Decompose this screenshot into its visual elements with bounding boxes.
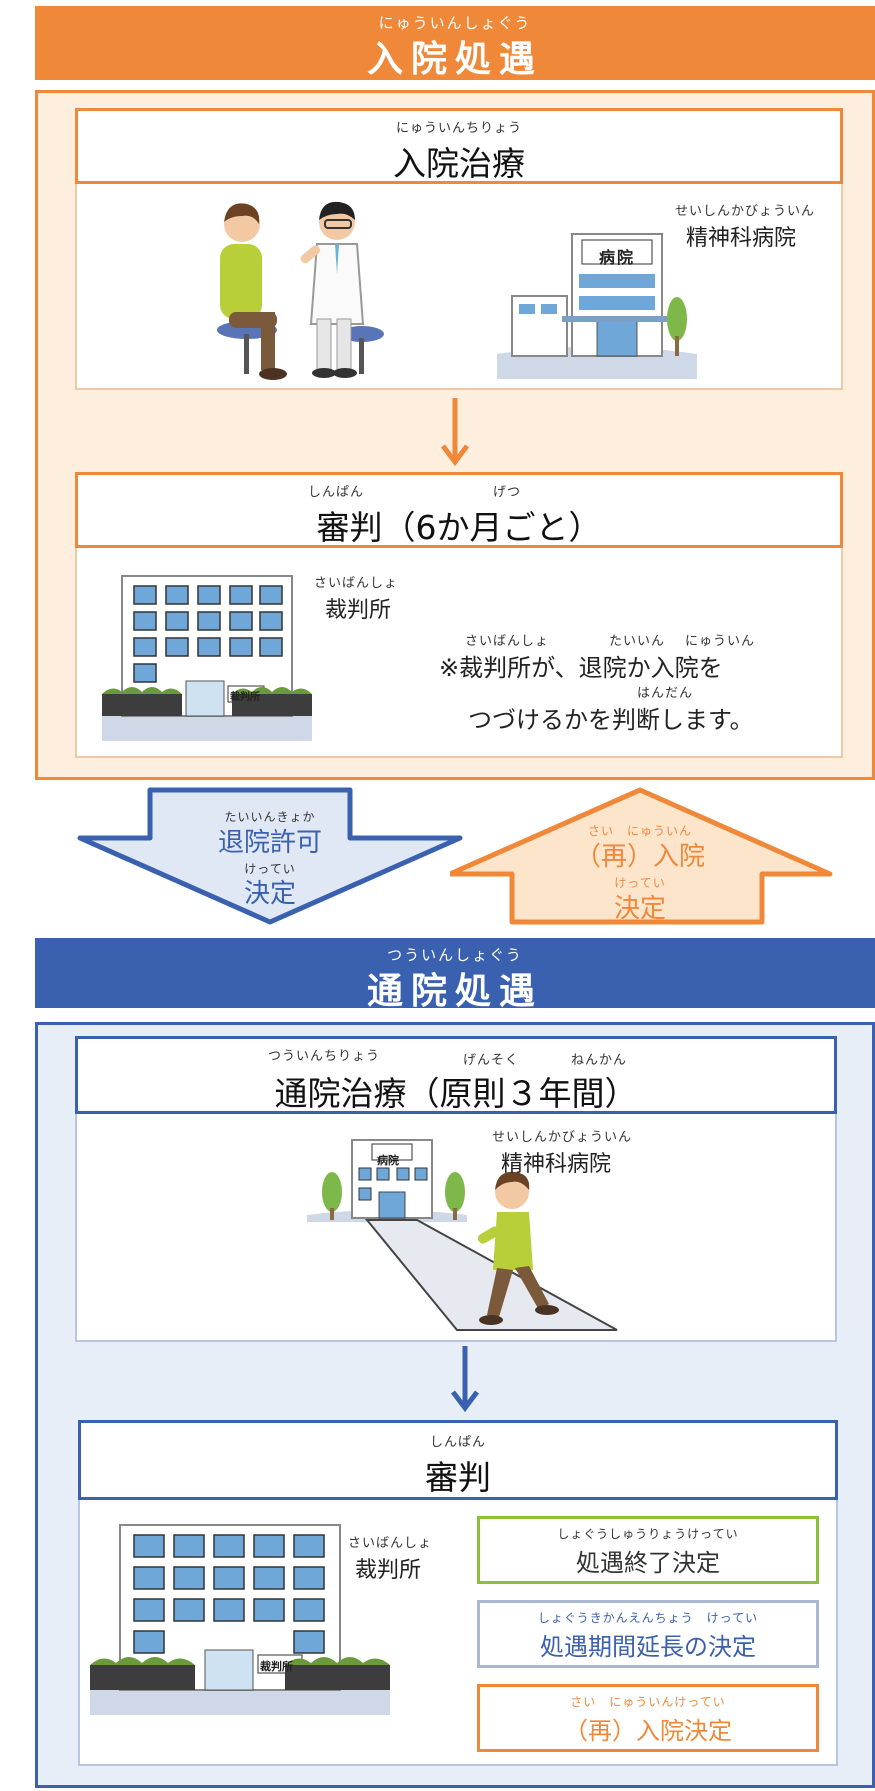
inpatient-court-ruby: さいばんしょ bbox=[314, 576, 399, 591]
inpatient-trial-body: 裁判所 さいばんしょ 裁判所 さいばんしょ たいいん にゅういん ※裁判所が、退… bbox=[75, 548, 843, 758]
result-extend-label: 処遇期間延長の決定 bbox=[540, 1633, 756, 1661]
court-illustration bbox=[102, 575, 312, 741]
outpatient-treatment-title: 通院治療（原則３年間） bbox=[274, 1074, 638, 1113]
outpatient-trial-ruby: しんぱん bbox=[429, 1435, 486, 1450]
outpatient-trial-title: 審判 bbox=[425, 1458, 491, 1497]
note-ruby-2: たいいん bbox=[609, 634, 666, 649]
readmit-arrow-icon bbox=[450, 787, 833, 925]
outpatient-hospital-ruby: せいしんかびょういん bbox=[492, 1130, 633, 1145]
note-ruby-1: さいばんしょ bbox=[465, 634, 550, 649]
result-extend-ruby: しょぐうきかんえんちょう けってい bbox=[537, 1611, 759, 1625]
outpatient-header-title: 通院処遇 bbox=[366, 971, 543, 1012]
inpatient-trial-ruby-1: しんぱん bbox=[308, 485, 365, 500]
arrow-down-icon bbox=[451, 1346, 479, 1413]
outpatient-trial-title-box: しんぱん 審判 bbox=[78, 1420, 838, 1500]
result-readmit-box: さい にゅういんけってい （再）入院決定 bbox=[477, 1684, 819, 1752]
hospital-illustration bbox=[497, 233, 697, 379]
readmit-ruby-2: けってい bbox=[614, 876, 666, 890]
outpatient-header: つういんしょぐう 通院処遇 bbox=[35, 938, 875, 1012]
outpatient-court-ruby: さいばんしょ bbox=[348, 1536, 433, 1551]
outpatient-court-sign: 裁判所 bbox=[260, 1660, 293, 1673]
outpatient-treatment-body: 病院 せいしんかびょういん 精神科病院 bbox=[75, 1114, 837, 1342]
result-end-box: しょぐうしゅうりょうけってい 処遇終了決定 bbox=[477, 1516, 819, 1584]
outpatient-court-illustration bbox=[90, 1524, 390, 1715]
outpatient-treatment-ruby-3: ねんかん bbox=[571, 1053, 628, 1068]
note-ruby-3: にゅういん bbox=[685, 634, 756, 649]
doctor-patient-illustration bbox=[217, 201, 384, 380]
discharge-ruby: たいいんきょか bbox=[224, 810, 316, 824]
inpatient-treatment-body: 病院 せいしんかびょういん 精神科病院 bbox=[75, 184, 843, 390]
outpatient-trial-body: 裁判所 さいばんしょ 裁判所 しょぐうしゅうりょうけってい 処遇終了決定 しょぐ… bbox=[78, 1500, 838, 1766]
result-extend-box: しょぐうきかんえんちょう けってい 処遇期間延長の決定 bbox=[477, 1600, 819, 1668]
result-end-ruby: しょぐうしゅうりょうけってい bbox=[557, 1527, 739, 1541]
inpatient-header-ruby: にゅういんしょぐう bbox=[378, 14, 532, 32]
inpatient-hospital-label: 精神科病院 bbox=[686, 226, 797, 251]
inpatient-trial-title: 審判（6か月ごと） bbox=[316, 508, 602, 547]
discharge-line-2: 決定 bbox=[243, 879, 296, 909]
court-sign: 裁判所 bbox=[230, 692, 260, 703]
outpatient-treatment-title-box: つういんちりょう げんそく ねんかん 通院治療（原則３年間） bbox=[75, 1036, 837, 1114]
note-line-2: つづけるかを判断します。 bbox=[468, 706, 754, 734]
inpatient-hospital-ruby: せいしんかびょういん bbox=[675, 204, 816, 219]
discharge-arrow-icon bbox=[77, 787, 463, 925]
inpatient-treatment-title-box: にゅういんちりょう 入院治療 bbox=[75, 108, 843, 184]
outpatient-hospital-label: 精神科病院 bbox=[501, 1152, 612, 1177]
result-readmit-label: （再）入院決定 bbox=[564, 1717, 732, 1745]
inpatient-trial-ruby-2: げつ bbox=[493, 485, 522, 500]
arrow-down-icon bbox=[441, 398, 469, 467]
outpatient-treatment-ruby-1: つういんちりょう bbox=[268, 1049, 381, 1064]
inpatient-court-label: 裁判所 bbox=[325, 598, 392, 623]
discharge-ruby-2: けってい bbox=[244, 862, 296, 876]
inpatient-header: にゅういんしょぐう 入院処遇 bbox=[35, 6, 875, 80]
result-end-label: 処遇終了決定 bbox=[576, 1549, 720, 1577]
result-readmit-ruby: さい にゅういんけってい bbox=[570, 1695, 726, 1709]
readmit-line-1: （再）入院 bbox=[574, 842, 705, 872]
hospital-sign: 病院 bbox=[599, 248, 636, 267]
discharge-line-1: 退院許可 bbox=[217, 828, 322, 858]
inpatient-trial-title-box: しんぱん げつ 審判（6か月ごと） bbox=[75, 472, 843, 548]
outpatient-walk-illustration bbox=[307, 1139, 618, 1331]
outpatient-hospital-sign: 病院 bbox=[377, 1154, 399, 1167]
inpatient-header-title: 入院処遇 bbox=[366, 39, 543, 80]
readmit-ruby: さい にゅういん bbox=[587, 824, 692, 838]
inpatient-treatment-title: 入院治療 bbox=[393, 144, 525, 183]
note-ruby-4: はんだん bbox=[637, 686, 694, 701]
readmit-line-2: 決定 bbox=[613, 894, 666, 924]
note-line-1: ※裁判所が、退院か入院を bbox=[439, 654, 723, 682]
inpatient-treatment-ruby: にゅういんちりょう bbox=[395, 121, 522, 136]
outpatient-header-ruby: つういんしょぐう bbox=[387, 946, 523, 964]
outpatient-treatment-ruby-2: げんそく bbox=[463, 1053, 520, 1068]
outpatient-court-label: 裁判所 bbox=[355, 1558, 422, 1583]
